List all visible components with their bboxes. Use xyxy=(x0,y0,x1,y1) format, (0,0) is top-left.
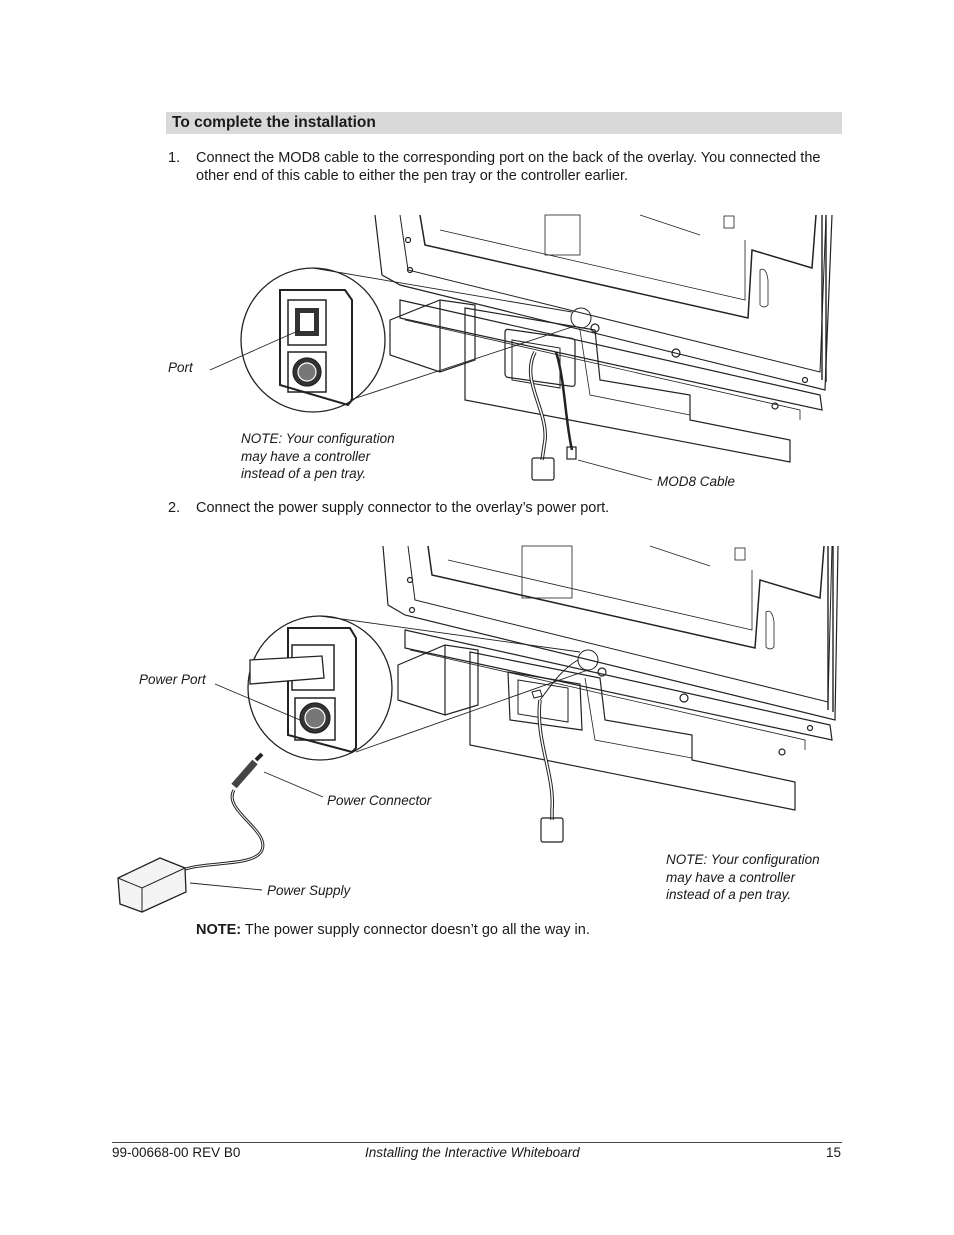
label-power-port: Power Port xyxy=(139,672,207,687)
note-prefix: NOTE: xyxy=(196,922,242,938)
step-2-number: 2. xyxy=(168,500,181,516)
footer-title: Installing the Interactive Whiteboard xyxy=(365,1145,580,1160)
step-1-text: Connect the MOD8 cable to the correspond… xyxy=(196,150,821,184)
section-heading: To complete the installation xyxy=(172,114,376,131)
figure1-note: NOTE: Your configuration may have a cont… xyxy=(241,430,395,483)
label-power-supply: Power Supply xyxy=(267,883,352,898)
footer-divider xyxy=(112,1142,842,1143)
label-port: Port xyxy=(168,360,194,375)
power-connector-note: NOTE: The power supply connector doesn’t… xyxy=(196,922,590,938)
figure2-note-line: instead of a pen tray. xyxy=(666,887,792,902)
figure1-note-line: instead of a pen tray. xyxy=(241,466,367,481)
step-2-text: Connect the power supply connector to th… xyxy=(196,500,610,516)
step-1-number: 1. xyxy=(168,150,181,166)
label-power-connector: Power Connector xyxy=(327,793,432,808)
label-mod8-cable: MOD8 Cable xyxy=(657,474,735,489)
figure2-note: NOTE: Your configuration may have a cont… xyxy=(666,851,820,904)
footer-doc-number: 99-00668-00 REV B0 xyxy=(112,1145,241,1160)
figure2-note-line: NOTE: Your configuration xyxy=(666,852,820,867)
figure2-note-line: may have a controller xyxy=(666,869,796,885)
footer-page-number: 15 xyxy=(826,1145,842,1160)
figure1-note-line: may have a controller xyxy=(241,448,371,464)
note-text: The power supply connector doesn’t go al… xyxy=(241,922,590,938)
figure1-note-line: NOTE: Your configuration xyxy=(241,431,395,446)
section-heading-bar: To complete the installation xyxy=(166,112,842,134)
figure-power-connection: Power Port Power Connector Power Supply xyxy=(117,545,839,913)
figure-mod8-connection: Port MOD8 Cable xyxy=(168,214,833,489)
